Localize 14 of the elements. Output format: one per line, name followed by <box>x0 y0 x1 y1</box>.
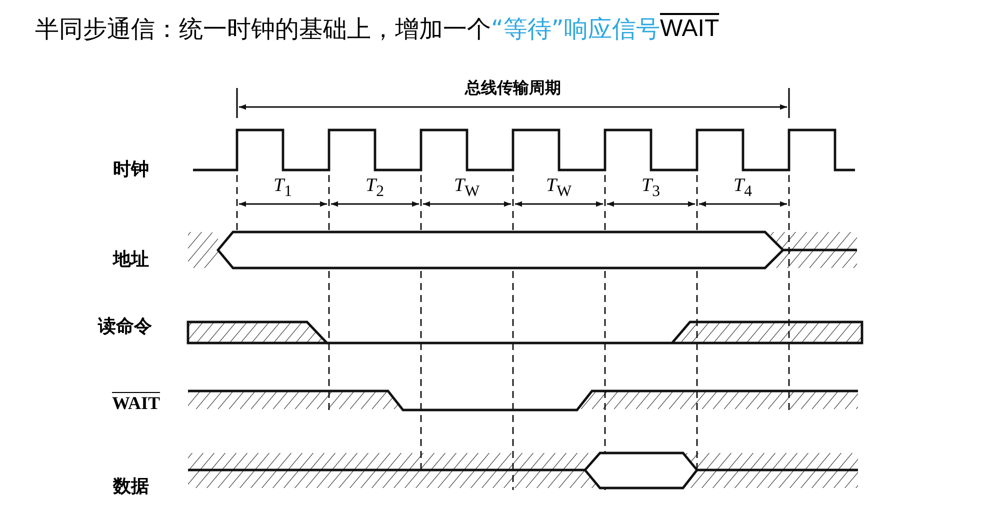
signal-name: 时钟 <box>113 161 149 179</box>
period-label: T$_{1}$ <box>274 176 292 200</box>
signal-name: 数据 <box>113 478 149 496</box>
highlighted-text: “等待”响应信号 <box>491 17 660 41</box>
period-label: T$_{W}$ <box>454 176 480 200</box>
period-label: T$_{W}$ <box>546 176 572 200</box>
signal-name: WAIT <box>660 17 720 41</box>
signal-name: 读命令 <box>98 318 152 336</box>
heading-text: 半同步通信：统一时钟的基础上，增加一个 <box>35 17 491 41</box>
period-label: T$_{4}$ <box>734 176 752 200</box>
signal-name: WAIT <box>112 394 160 412</box>
signal-name: 地址 <box>113 251 149 269</box>
period-label: T$_{3}$ <box>642 176 660 200</box>
period-label: T$_{2}$ <box>366 176 384 200</box>
